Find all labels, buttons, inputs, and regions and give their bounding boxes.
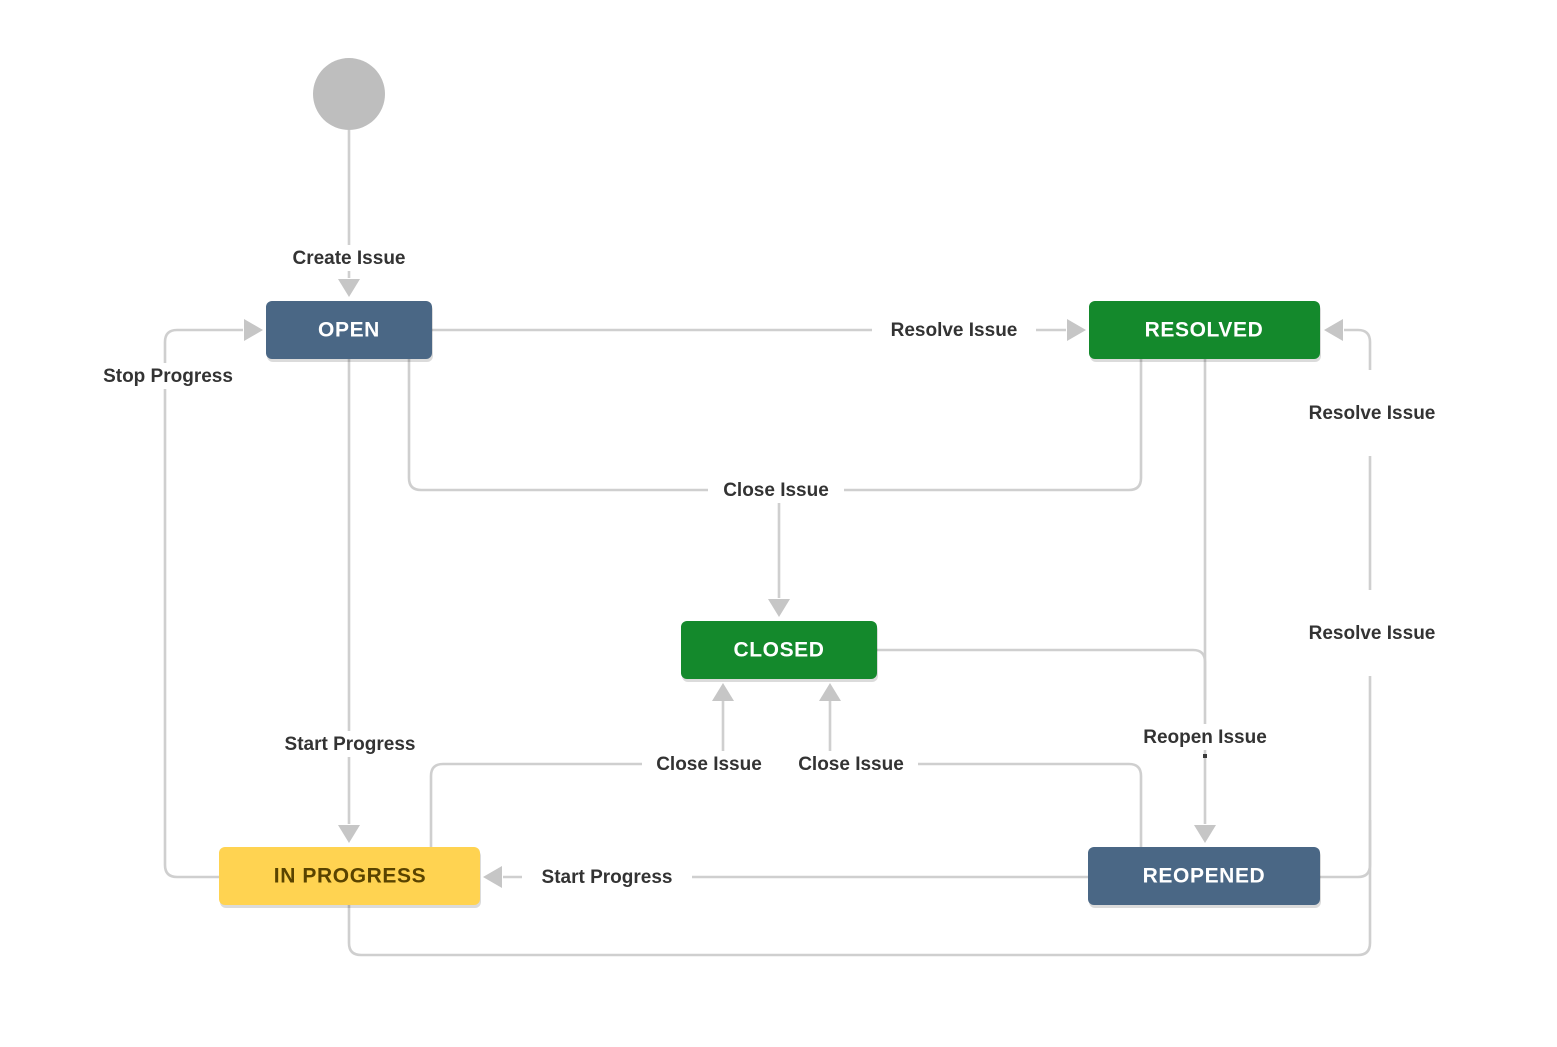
arrowhead-start-progress-open bbox=[338, 825, 360, 843]
arrowhead-layer bbox=[244, 279, 1343, 888]
edge-resolve-issue-bottom-loop bbox=[347, 676, 1372, 957]
node-open-label: OPEN bbox=[318, 319, 380, 342]
node-reopened-label: REOPENED bbox=[1143, 865, 1266, 888]
edge-resolve-issue-right-rail-top bbox=[1344, 328, 1372, 370]
label-plate-stop-progress bbox=[83, 363, 253, 389]
edge-reopened-to-resolve-rail bbox=[1320, 820, 1372, 879]
label-plate-start-progress-open bbox=[266, 731, 434, 757]
label-plate-resolve-issue-1 bbox=[872, 317, 1036, 343]
arrowhead-create-issue bbox=[338, 279, 360, 297]
node-reopened-rect[interactable] bbox=[1088, 847, 1320, 905]
arrowhead-resolve-issue-open-resolved bbox=[1067, 319, 1086, 341]
label-plate-close-issue-in-progress bbox=[642, 751, 776, 777]
label-plate-create-issue bbox=[275, 245, 423, 271]
edge-stop-progress bbox=[163, 328, 243, 879]
edge-label-resolve-issue-open-resolved: Resolve Issue bbox=[891, 320, 1018, 341]
edge-close-issue-reopened bbox=[908, 762, 1143, 847]
arrowhead-stop-progress bbox=[244, 319, 263, 341]
arrowhead-close-issue-top bbox=[768, 599, 790, 617]
reopen-issue-dot-artifact bbox=[1203, 754, 1207, 758]
edge-close-issue-top-left bbox=[407, 359, 718, 492]
edge-label-start-progress-open: Start Progress bbox=[285, 734, 416, 755]
edge-close-issue-top-right bbox=[836, 359, 1143, 492]
label-plate-close-issue-reopened bbox=[784, 751, 918, 777]
edge-label-resolve-issue-reopened: Resolve Issue bbox=[1309, 403, 1436, 424]
label-plate-resolve-issue-2 bbox=[1290, 400, 1454, 426]
node-in-progress[interactable]: IN PROGRESS bbox=[219, 847, 481, 908]
node-resolved-rect[interactable] bbox=[1089, 301, 1320, 359]
label-plate-start-progress-reopened bbox=[522, 864, 692, 890]
node-in-progress-rect[interactable] bbox=[219, 847, 480, 905]
label-plate-reopen-issue bbox=[1124, 724, 1286, 750]
edge-label-resolve-issue-in-progress: Resolve Issue bbox=[1309, 623, 1436, 644]
arrowhead-reopen-issue bbox=[1194, 825, 1216, 843]
edge-label-reopen-issue: Reopen Issue bbox=[1143, 727, 1267, 748]
node-in-progress-label: IN PROGRESS bbox=[274, 865, 426, 888]
arrowhead-close-issue-reopened bbox=[819, 683, 841, 701]
node-open-rect[interactable] bbox=[266, 301, 432, 359]
edge-close-issue-in-progress bbox=[429, 762, 650, 847]
label-plate-resolve-issue-3 bbox=[1290, 620, 1454, 646]
edge-label-close-issue-top: Close Issue bbox=[723, 480, 829, 501]
node-closed-label: CLOSED bbox=[733, 639, 824, 662]
node-closed[interactable]: CLOSED bbox=[681, 621, 878, 682]
node-resolved[interactable]: RESOLVED bbox=[1089, 301, 1321, 362]
edge-label-stop-progress: Stop Progress bbox=[103, 366, 233, 387]
edge-label-close-issue-reopened: Close Issue bbox=[798, 754, 904, 775]
node-layer: OPEN RESOLVED CLOSED IN PROGRESS bbox=[219, 301, 1321, 908]
edge-label-start-progress-reopened: Start Progress bbox=[542, 867, 673, 888]
label-plate-close-issue-top bbox=[708, 477, 844, 503]
arrowhead-close-issue-in-progress bbox=[712, 683, 734, 701]
arrowhead-start-progress-reopened bbox=[483, 866, 502, 888]
edge-label-close-issue-in-progress: Close Issue bbox=[656, 754, 762, 775]
edge-closed-to-reopen-rail bbox=[877, 648, 1207, 700]
node-open[interactable]: OPEN bbox=[266, 301, 433, 362]
edge-label-layer: Create Issue Resolve Issue Close Issue S… bbox=[83, 245, 1454, 890]
node-closed-rect[interactable] bbox=[681, 621, 877, 679]
edge-label-create-issue: Create Issue bbox=[292, 248, 405, 269]
node-reopened[interactable]: REOPENED bbox=[1088, 847, 1321, 908]
arrowhead-resolve-issue-rail bbox=[1324, 319, 1343, 341]
start-circle-node[interactable] bbox=[313, 58, 385, 130]
node-resolved-label: RESOLVED bbox=[1145, 319, 1264, 342]
